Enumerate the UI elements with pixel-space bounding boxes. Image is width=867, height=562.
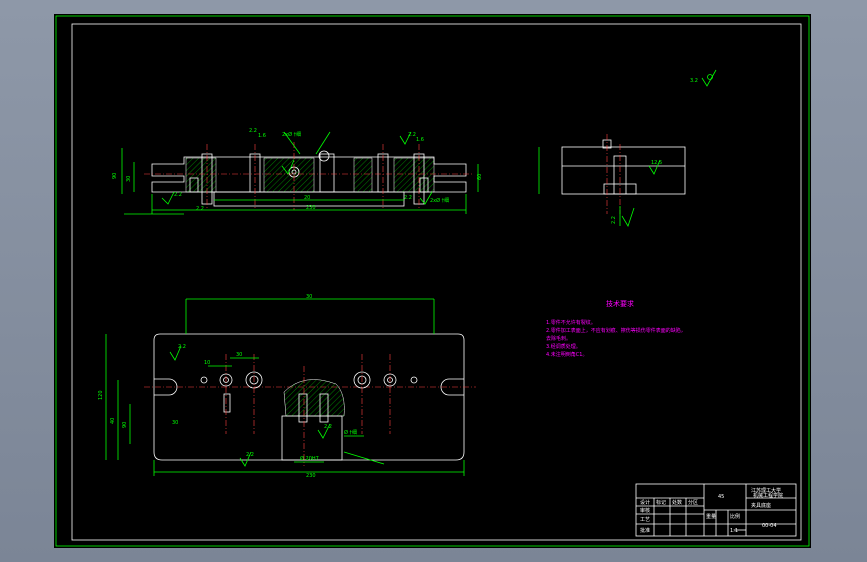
top-view: 30 120 40 90 30 10 230 30 2.2 2.2 2.2 Ø … — [98, 294, 476, 479]
roughness-text: 3.2 — [690, 78, 698, 84]
tb-dept: 机械工程学院 — [753, 492, 783, 499]
tb-cell-mark: 标记 — [656, 499, 666, 506]
front-dim-7: 2.2 — [404, 195, 412, 201]
tech-req-item-5: 4.未注明倒角C1。 — [546, 351, 587, 358]
tb-cell-scale: 比例 — [730, 513, 740, 520]
tb-drawing-no: 00-04 — [762, 523, 777, 529]
side-view: 12.5 2.2 — [538, 134, 686, 227]
tech-req-item-4: 3.经调质处理。 — [546, 343, 581, 350]
top-dim-6: 10 — [204, 360, 210, 366]
top-note-2: Ø †细 — [344, 429, 357, 436]
front-dim-step: 20 — [304, 195, 310, 201]
top-dim-3: 40 — [110, 418, 116, 424]
tech-req-item-2: 2.零件加工表面上，不应有划痕、擦伤等损伤零件表面的缺陷， — [546, 327, 686, 334]
top-note-1: Ø 20H7 — [300, 455, 319, 462]
drawing-sheet: 3.2 — [54, 14, 811, 548]
front-dim-6: 2.2 — [196, 206, 204, 212]
side-body — [561, 146, 686, 195]
front-note-2: 2xØ †细 — [430, 197, 449, 204]
inner-border — [71, 23, 802, 541]
front-dim-height2: 30 — [126, 176, 132, 182]
front-dim-3: 2.2 — [408, 132, 416, 138]
front-dim-length: 230 — [306, 205, 316, 211]
general-roughness-symbol: 3.2 — [690, 69, 717, 87]
top-dim-7: 30 — [236, 352, 242, 358]
side-dim-2: 2.2 — [611, 216, 617, 224]
front-dim-2: 1.6 — [258, 133, 266, 139]
front-dim-4: 1.6 — [416, 137, 424, 143]
front-note-1: 2xØ †细 — [282, 131, 301, 138]
top-dim-8: 2.2 — [178, 344, 186, 350]
front-dim-1: 2.2 — [249, 128, 257, 134]
technical-requirements: 技术要求 1.零件不允许有裂纹。 2.零件加工表面上，不应有划痕、擦伤等损伤零件… — [546, 299, 686, 358]
tb-cell-zone: 分区 — [688, 499, 698, 506]
top-dim-9: 2.2 — [246, 452, 254, 458]
top-body-outline — [153, 333, 465, 461]
top-dim-10: 2.2 — [324, 424, 332, 430]
side-dim-1: 12.5 — [651, 160, 662, 166]
tech-req-item-3: 去除毛刺。 — [546, 335, 571, 342]
tb-material: 45 — [718, 494, 724, 500]
tech-req-title: 技术要求 — [606, 299, 634, 308]
tb-scale-value: 1:1 — [730, 528, 738, 534]
cad-drawing: 3.2 — [55, 15, 810, 547]
tb-cell-count: 处数 — [672, 499, 682, 506]
tb-cell-process: 工艺 — [640, 517, 650, 523]
tb-cell-review: 审核 — [640, 507, 650, 514]
top-dim-2: 120 — [98, 390, 104, 400]
tb-school: 江苏理工大学 — [751, 487, 781, 494]
tb-part-name: 夹具底座 — [751, 502, 771, 509]
front-dim-8: 60 — [477, 174, 483, 180]
top-dim-4: 90 — [122, 422, 128, 428]
top-dim-length: 230 — [306, 473, 316, 479]
front-dim-5: 2.2 — [174, 192, 182, 198]
top-dim-5: 30 — [172, 420, 178, 426]
tb-cell-weight: 重量 — [706, 513, 716, 520]
front-dim-height: 90 — [112, 173, 118, 179]
title-block: 设计 审核 工艺 批准 标记 处数 分区 重量 比例 45 1:1 江苏理工大学… — [635, 483, 797, 537]
outer-border — [55, 15, 810, 547]
top-dim-1: 30 — [306, 294, 312, 300]
tech-req-item-1: 1.零件不允许有裂纹。 — [546, 319, 596, 326]
front-view: 2.2 1.6 2.2 1.6 90 30 230 20 2.2 2.2 2.2… — [112, 128, 483, 215]
tb-cell-design: 设计 — [640, 499, 650, 506]
tb-cell-approve: 批准 — [640, 527, 650, 534]
